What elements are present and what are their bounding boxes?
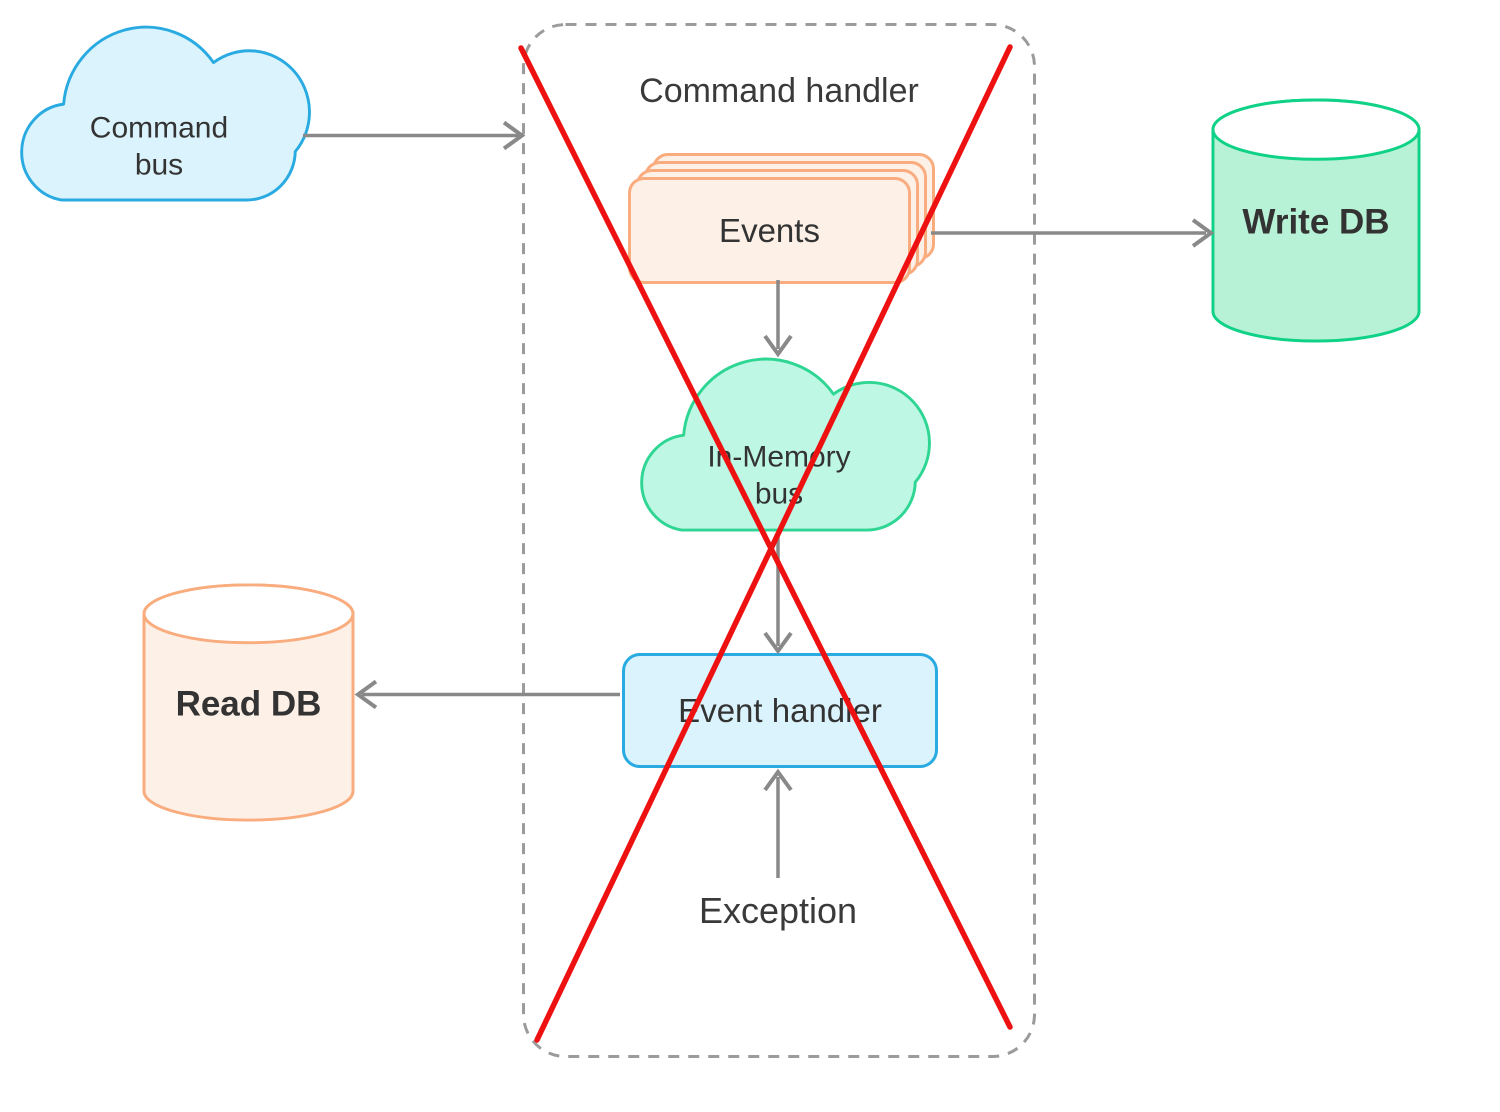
write-db-label: Write DB: [1242, 202, 1390, 242]
arrow-event-handler-to-read-db: [354, 679, 620, 710]
events-stack: Events: [628, 153, 935, 284]
database-icon: [1211, 98, 1421, 343]
command-bus-cloud: Command bus: [13, 23, 311, 203]
events-card-front: Events: [628, 177, 911, 284]
in-memory-bus-cloud: In-Memory bus: [633, 355, 931, 533]
exception-label: Exception: [698, 890, 858, 931]
container-title: Command handler: [639, 72, 919, 110]
arrow-command-bus-to-handler: [303, 120, 526, 151]
command-bus-label: Command bus: [89, 111, 229, 182]
events-label: Events: [719, 211, 820, 249]
arrow-exception-to-event-handler: [763, 768, 793, 878]
database-icon: [142, 583, 355, 822]
arrow-events-to-write-db: [931, 218, 1215, 248]
arrow-in-memory-bus-to-event-handler: [763, 533, 793, 655]
in-memory-bus-label: In-Memory bus: [707, 440, 851, 511]
read-db-label: Read DB: [175, 684, 322, 724]
event-handler-box: Event handler: [622, 653, 938, 768]
event-handler-label: Event handler: [678, 691, 882, 729]
read-db-cylinder: Read DB: [142, 582, 355, 823]
cloud-icon: [20, 25, 311, 202]
write-db-cylinder: Write DB: [1211, 97, 1421, 344]
arrow-events-to-in-memory-bus: [763, 280, 793, 358]
